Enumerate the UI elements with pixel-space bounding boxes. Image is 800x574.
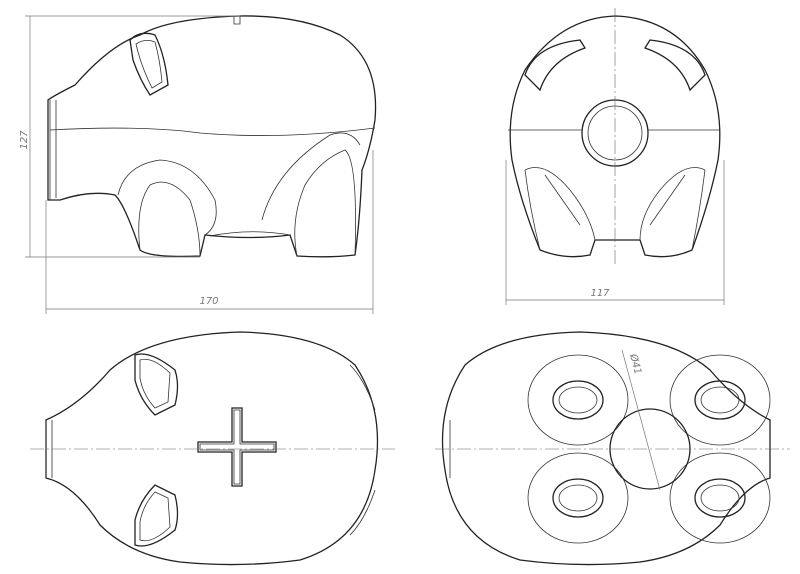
side-view: 127 170: [19, 15, 377, 314]
top-view: [30, 331, 395, 566]
front-view: 117: [505, 8, 725, 305]
diameter-dimension-label: Ø41: [627, 352, 644, 376]
diameter-dimension-line: [621, 349, 661, 491]
width-dimension-label: 117: [590, 288, 610, 299]
length-dimension-label: 170: [199, 296, 218, 307]
bottom-view: Ø41: [435, 331, 790, 566]
height-dimension-label: 127: [19, 130, 30, 150]
